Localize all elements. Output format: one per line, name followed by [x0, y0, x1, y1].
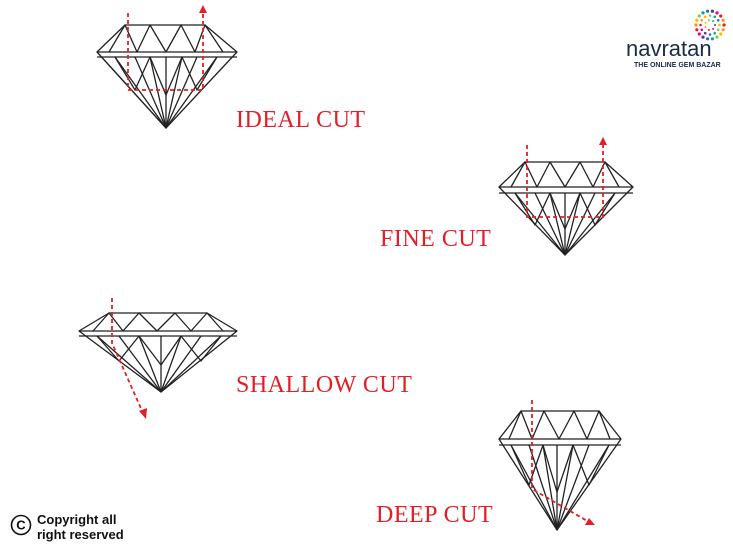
- logo-dot: [713, 15, 717, 19]
- logo-dot: [703, 31, 707, 35]
- logo-dot: [697, 32, 701, 36]
- fine-cut-diamond-outline: [498, 161, 634, 256]
- logo-dot: [705, 9, 710, 13]
- ideal-cut-light-path: [127, 5, 207, 91]
- logo-dot: [708, 33, 712, 36]
- logo-dot: [716, 28, 720, 32]
- logo-dot: [704, 26, 707, 29]
- brand-tagline: THE ONLINE GEM BAZAR: [634, 62, 721, 69]
- logo-dot: [719, 14, 723, 18]
- logo-dot: [722, 23, 726, 27]
- copyright-icon: C: [10, 514, 32, 536]
- deep-cut-label: DEEP CUT: [376, 502, 494, 528]
- deep-cut-diamond: [498, 400, 622, 531]
- logo-dot: [718, 23, 721, 27]
- logo-dot: [700, 18, 704, 22]
- logo-dot: [695, 18, 699, 22]
- logo-dot: [715, 35, 719, 39]
- shallow-cut-diamond: [78, 298, 238, 419]
- logo-dot: [701, 11, 705, 15]
- logo-dot: [721, 18, 725, 22]
- logo-dot: [721, 28, 725, 32]
- logo-dot: [710, 9, 715, 13]
- ideal-cut-diamond: [96, 5, 238, 129]
- logo-dot: [712, 20, 715, 23]
- deep-cut-diamond-outline: [498, 410, 622, 531]
- logo-dot: [701, 35, 705, 39]
- logo-dot: [713, 31, 717, 35]
- brand-name: navratan: [626, 36, 712, 61]
- logo-dot: [695, 28, 699, 32]
- logo-dot: [707, 19, 710, 22]
- logo-dot: [712, 27, 715, 30]
- logo-dot: [707, 28, 710, 31]
- logo-dots-icon: [694, 9, 726, 41]
- ideal-cut-label: IDEAL CUT: [236, 107, 366, 133]
- logo-dot: [703, 15, 707, 19]
- copyright-line-1: Copyright all: [37, 512, 117, 527]
- shallow-cut-diamond-outline: [78, 312, 238, 393]
- logo-dot: [705, 37, 710, 41]
- shallow-cut-label: SHALLOW CUT: [236, 372, 413, 398]
- fine-cut-diamond: [498, 137, 634, 256]
- shallow-cut-light-path: [111, 298, 147, 419]
- logo-dot: [715, 11, 719, 15]
- logo-dot: [716, 18, 720, 22]
- copyright-line-2: right reserved: [37, 527, 124, 542]
- logo-dot: [699, 23, 702, 27]
- logo-dot: [704, 21, 707, 24]
- ideal-cut-diamond-outline: [96, 24, 238, 129]
- fine-cut-label: FINE CUT: [380, 226, 492, 252]
- logo-dot: [700, 28, 704, 32]
- copyright-text: Copyright all right reserved: [37, 512, 124, 542]
- deep-cut-light-path: [531, 400, 595, 525]
- fine-cut-light-path: [526, 137, 607, 218]
- copyright-symbol: C: [16, 518, 26, 533]
- logo-dot: [694, 23, 698, 27]
- logo-dot: [714, 24, 716, 26]
- logo-dot: [710, 37, 715, 41]
- logo-dot: [719, 32, 723, 36]
- logo-dot: [708, 14, 712, 17]
- logo-dot: [697, 14, 701, 18]
